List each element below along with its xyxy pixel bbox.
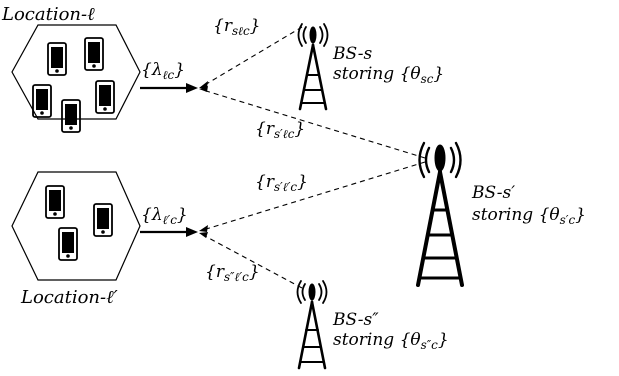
link-bs-s-double-prime-to-l-prime — [202, 234, 303, 289]
bs-s-double-prime-tower-icon — [296, 280, 328, 370]
bs-s-prime-storing: storing {θs′c} — [472, 205, 586, 228]
phone-icon — [84, 37, 104, 71]
location-l-phones — [32, 37, 115, 133]
link-rate-s-l-label: {rsℓc} — [213, 16, 261, 39]
link-bs-s-prime-to-l-prime — [202, 161, 426, 231]
link-arrowhead — [199, 86, 208, 92]
bs-s-label: BS-s storing {θsc} — [333, 44, 444, 89]
request-arrowhead-l-prime — [186, 227, 198, 237]
bs-s-prime-label: BS-s′ storing {θs′c} — [472, 182, 586, 231]
phone-icon — [93, 203, 113, 237]
link-rate-s-double-prime-l-prime-label: {rs″ℓ′c} — [205, 262, 260, 285]
phone-icon — [58, 227, 78, 261]
request-arrowhead-l — [186, 83, 198, 93]
request-rate-l-label: {λℓc} — [141, 60, 186, 83]
bs-s-storing: storing {θsc} — [333, 64, 445, 87]
phone-icon — [32, 84, 52, 118]
bs-s-double-prime-name: BS-s″ — [333, 310, 379, 330]
bs-s-double-prime-storing: storing {θs″c} — [333, 330, 449, 353]
bs-s-prime-name: BS-s′ — [472, 183, 516, 203]
location-l-prime-label: Location-ℓ′ — [21, 287, 118, 308]
request-arrows — [140, 83, 198, 237]
bs-s-double-prime-label: BS-s″ storing {θs″c} — [333, 310, 449, 355]
location-l-prime-phones — [45, 185, 113, 261]
bs-s-name: BS-s — [333, 44, 373, 64]
link-bs-s-prime-to-l — [202, 89, 426, 159]
delivery-arrowheads — [199, 81, 208, 238]
phone-icon — [61, 99, 81, 133]
bs-s-prime-tower-icon — [416, 141, 464, 287]
location-l-label: Location-ℓ — [2, 4, 95, 25]
phone-icon — [95, 80, 115, 114]
link-arrowhead — [199, 232, 208, 238]
phone-icon — [45, 185, 65, 219]
link-rate-s-prime-l-label: {rs′ℓc} — [255, 119, 306, 142]
link-arrowhead — [199, 81, 208, 88]
link-arrowhead — [199, 225, 208, 232]
delivery-links — [202, 26, 426, 289]
link-rate-s-prime-l-prime-label: {rs′ℓ′c} — [255, 172, 308, 195]
phone-icon — [47, 42, 67, 76]
bs-s-tower-icon — [297, 23, 329, 111]
location-l-prime-hexagon — [11, 171, 141, 281]
location-l-hexagon — [11, 24, 141, 120]
link-bs-s-to-l — [202, 26, 303, 87]
request-rate-l-prime-label: {λℓ′c} — [141, 205, 188, 228]
